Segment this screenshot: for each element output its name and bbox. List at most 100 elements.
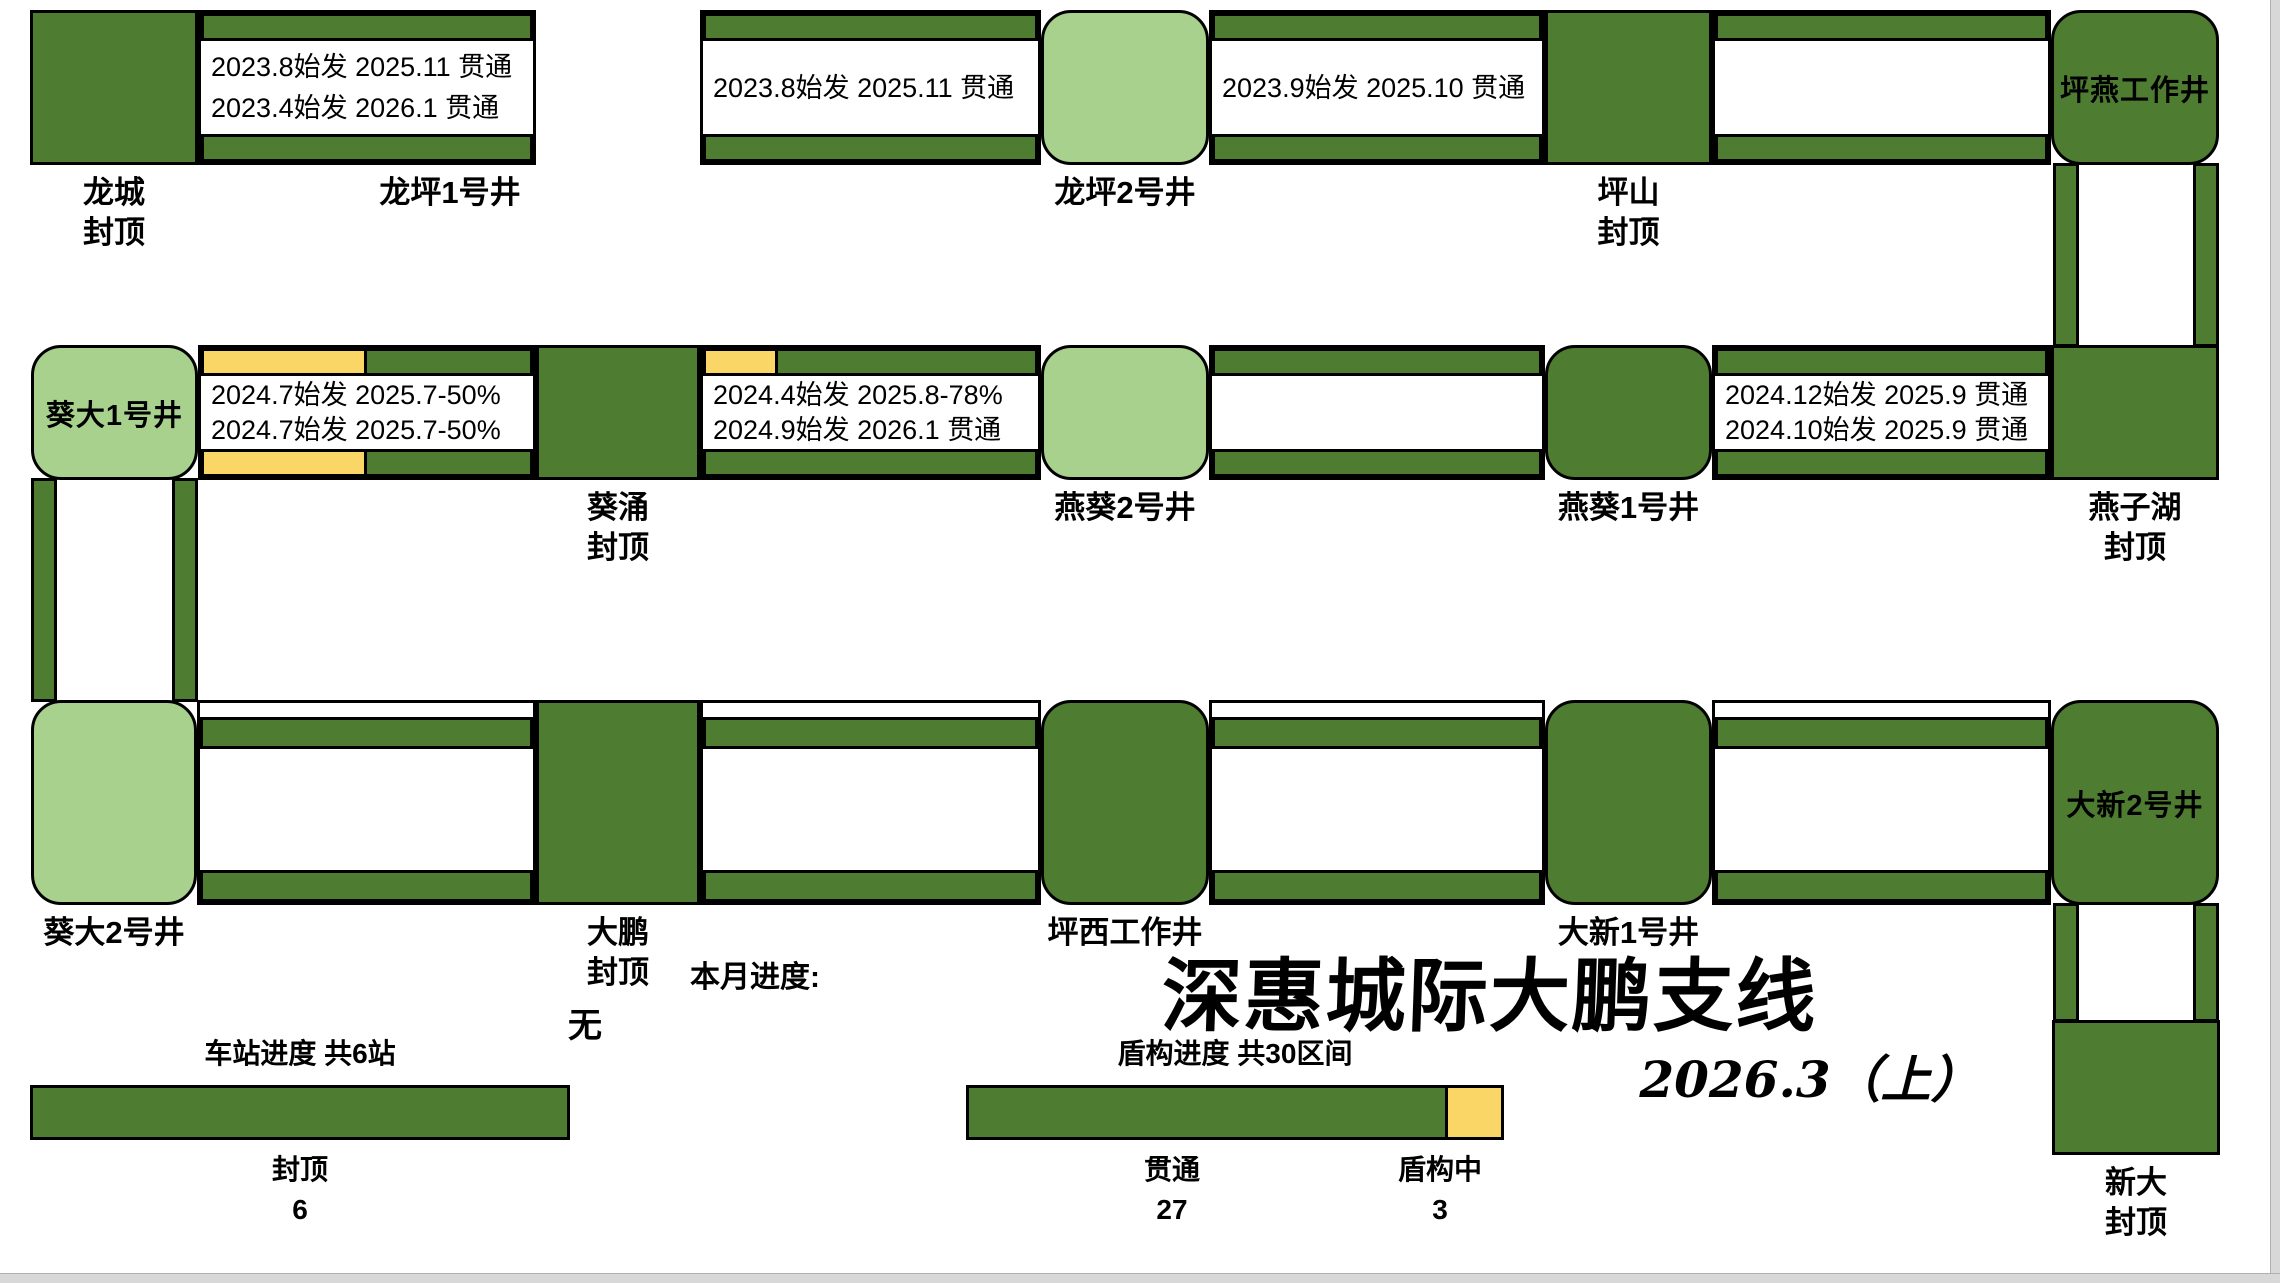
station-progress-title: 车站进度 共6站 [204, 1038, 396, 1069]
shield-boring-label: 盾构中 3 [1330, 1150, 1550, 1230]
station-longcheng-label: 龙城 封顶 [83, 175, 145, 250]
shield-through-label: 贯通 27 [1062, 1150, 1282, 1230]
schedule-line: 2024.9始发 2026.1 贯通 [713, 414, 1002, 445]
window-bottom-edge [0, 1273, 2280, 1283]
station-capped-label: 封顶 6 [190, 1150, 410, 1230]
tunnel-longping2-pingshan-up-track [1212, 13, 1542, 41]
tunnel-bar-segment-dark_green [1718, 452, 2045, 474]
tunnel-longping2-pingshan-schedule: 2023.9始发 2025.10 贯通 [1212, 41, 1542, 134]
schedule-line: 2024.10始发 2025.9 贯通 [1725, 414, 2029, 445]
well-yankui1 [1545, 345, 1712, 480]
tunnel-bar-segment-dark_green [1215, 137, 1539, 159]
schedule-line: 2023.8始发 2025.11 贯通 [211, 52, 513, 82]
tunnel-bar-segment-dark_green [1215, 873, 1539, 899]
tunnel-yankui2-yankui1 [1209, 345, 1545, 480]
tunnel-bar-segment-dark_green [706, 16, 1035, 38]
schedule-line: 2023.4始发 2026.1 贯通 [211, 93, 500, 123]
tunnel-longping2-pingshan-down-track [1212, 134, 1542, 162]
well-yankui2 [1041, 345, 1209, 480]
well-pingyan-label: 坪燕工作井 [2059, 74, 2210, 107]
well-daxin1 [1545, 700, 1712, 905]
shield-boring-text: 盾构中 [1397, 1154, 1482, 1185]
well-yankui1-label: 燕葵1号井 [1557, 490, 1700, 525]
well-daxin1-label: 大新1号井 [1557, 915, 1700, 950]
window-right-edge [2270, 0, 2280, 1283]
tunnel-longping1-longping2: 2023.8始发 2025.11 贯通 [700, 10, 1041, 165]
shield-through-count: 27 [1156, 1194, 1188, 1225]
line-title: 深惠城际大鹏支线 [1160, 949, 1820, 1043]
tunnel-pingxi-daxin1 [1209, 700, 1545, 905]
tunnel-yankui2-yankui1-down-track [1212, 449, 1542, 477]
well-longping2-label: 龙坪2号井 [1054, 175, 1196, 210]
tunnel-pingshan-pingyan-down-track [1715, 134, 2048, 162]
station-dapeng-label: 大鹏 封顶 [587, 915, 649, 990]
tunnel-pingyan-yanzihu-right-track [2193, 163, 2219, 347]
tunnel-kuida2-dapeng-up-track [200, 717, 533, 749]
well-kuida2-label: 葵大2号井 [43, 915, 185, 950]
well-longping2 [1041, 10, 1209, 165]
tunnel-daxin2-xinda-left-track [2053, 903, 2079, 1022]
monthly-progress-value: 无 [568, 1007, 602, 1045]
tunnel-bar-segment-yellow [706, 351, 779, 373]
well-kuida2 [31, 700, 197, 905]
well-pingxi [1041, 700, 1209, 905]
tunnel-bar-segment-dark_green [203, 873, 530, 899]
tunnel-bar-segment-dark_green [204, 16, 530, 38]
station-progress-bar-capped [33, 1088, 567, 1137]
station-xinda [2052, 1020, 2220, 1155]
well-kuida1: 葵大1号井 [31, 345, 198, 480]
tunnel-kuichong-yankui2-up-track [703, 348, 1038, 376]
tunnel-bar-segment-dark_green [706, 452, 1035, 474]
monthly-progress-label: 本月进度: [690, 961, 820, 994]
tunnel-bar-segment-dark_green [1215, 351, 1539, 373]
tunnel-bar-segment-dark_green [1718, 351, 2045, 373]
tunnel-bar-segment-dark_green [1718, 720, 2045, 746]
tunnel-kuida1-kuida2-right-track [172, 478, 198, 702]
tunnel-kuida1-kuichong: 2024.7始发 2025.7-50%2024.7始发 2025.7-50% [198, 345, 536, 480]
tunnel-longcheng-longping1-down-track [201, 134, 533, 162]
schedule-line: 2024.7始发 2025.7-50% [211, 380, 501, 411]
shield-progress-bar [966, 1085, 1504, 1140]
station-pingshan [1545, 10, 1712, 165]
station-xinda-label: 新大 封顶 [2105, 1165, 2167, 1240]
tunnel-longcheng-longping1: 2023.8始发 2025.11 贯通 2023.4始发 2026.1 贯通 [198, 10, 536, 165]
tunnel-kuida1-kuichong-down-track [201, 449, 533, 477]
station-progress-bar [30, 1085, 570, 1140]
tunnel-bar-segment-dark_green [706, 720, 1035, 746]
station-yanzihu-label: 燕子湖 封顶 [2088, 490, 2182, 565]
well-pingyan: 坪燕工作井 [2051, 10, 2219, 165]
station-longcheng [30, 10, 198, 165]
schedule-line: 2023.9始发 2025.10 贯通 [1222, 72, 1526, 103]
tunnel-yankui1-yanzihu-down-track [1715, 449, 2048, 477]
well-daxin2: 大新2号井 [2051, 700, 2219, 905]
tunnel-longping1-longping2-up-track [703, 13, 1038, 41]
shield-through-text: 贯通 [1143, 1154, 1200, 1185]
tunnel-bar-segment-dark_green [204, 137, 530, 159]
tunnel-bar-segment-dark_green [1718, 137, 2045, 159]
tunnel-kuichong-yankui2: 2024.4始发 2025.8-78%2024.9始发 2026.1 贯通 [700, 345, 1041, 480]
well-kuida1-label: 葵大1号井 [45, 399, 184, 432]
station-pingshan-label: 坪山 封顶 [1597, 175, 1660, 250]
tunnel-kuida1-kuichong-schedule: 2024.7始发 2025.7-50%2024.7始发 2025.7-50% [201, 376, 533, 449]
tunnel-longcheng-longping1-schedule: 2023.8始发 2025.11 贯通 2023.4始发 2026.1 贯通 [201, 41, 533, 134]
shield-progress-title: 盾构进度 共30区间 [1117, 1038, 1353, 1069]
tunnel-bar-segment-yellow [204, 351, 367, 373]
tunnel-daxin1-daxin2-up-track [1715, 717, 2048, 749]
tunnel-bar-segment-yellow [204, 452, 367, 474]
tunnel-longcheng-longping1-up-track [201, 13, 533, 41]
tunnel-pingxi-daxin1-down-track [1212, 870, 1542, 902]
station-kuichong [536, 345, 700, 480]
station-yanzihu [2051, 345, 2219, 480]
shield-progress-bar-through [969, 1088, 1448, 1137]
schedule-line: 2023.8始发 2025.11 贯通 [713, 72, 1015, 103]
tunnel-kuichong-yankui2-down-track [703, 449, 1038, 477]
tunnel-bar-segment-dark_green [1718, 16, 2045, 38]
tunnel-daxin2-xinda-right-track [2193, 903, 2219, 1022]
well-yankui2-label: 燕葵2号井 [1054, 490, 1196, 525]
tunnel-bar-segment-dark_green [1215, 720, 1539, 746]
tunnel-longping2-pingshan: 2023.9始发 2025.10 贯通 [1209, 10, 1545, 165]
tunnel-kuida2-dapeng [197, 700, 536, 905]
station-kuichong-label: 葵涌 封顶 [587, 490, 649, 565]
